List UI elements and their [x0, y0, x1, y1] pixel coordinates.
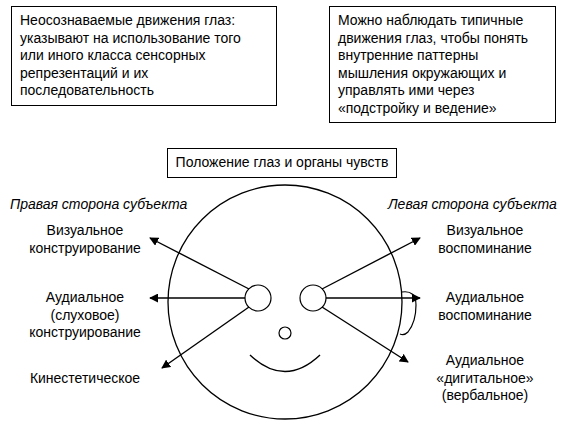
gaze-arrow: [150, 238, 249, 289]
gaze-arrow: [150, 297, 245, 298]
box-text: Можно наблюдать типичные движения глаз, …: [338, 12, 547, 117]
direction-label: Кинестетическое: [25, 370, 145, 388]
side-heading: Правая сторона субъекта: [10, 196, 210, 214]
gaze-arrow: [322, 307, 408, 362]
box-text: Положение глаз и органы чувств: [176, 154, 389, 172]
direction-label: Аудиальное «дигитальное» (вербальное): [425, 352, 545, 405]
note-box: Неосознаваемые движения глаз: указывают …: [11, 6, 277, 106]
heading-box: Положение глаз и органы чувств: [167, 148, 398, 178]
face-outline: [168, 185, 402, 419]
gaze-arrow: [326, 297, 420, 298]
note-box: Можно наблюдать типичные движения глаз, …: [329, 6, 556, 123]
side-heading: Левая сторона субъекта: [388, 196, 566, 214]
direction-label: Аудиальное (слуховое) конструирование: [25, 289, 145, 342]
direction-label: Визуальное конструирование: [25, 222, 145, 257]
direction-label: Аудиальное воспоминание: [425, 289, 545, 324]
direction-label: Визуальное воспоминание: [425, 222, 545, 257]
mouth: [250, 355, 320, 372]
box-text: Неосознаваемые движения глаз: указывают …: [20, 12, 268, 100]
gaze-arrow: [322, 238, 420, 289]
gaze-arrow: [162, 307, 249, 368]
nose: [279, 327, 291, 339]
